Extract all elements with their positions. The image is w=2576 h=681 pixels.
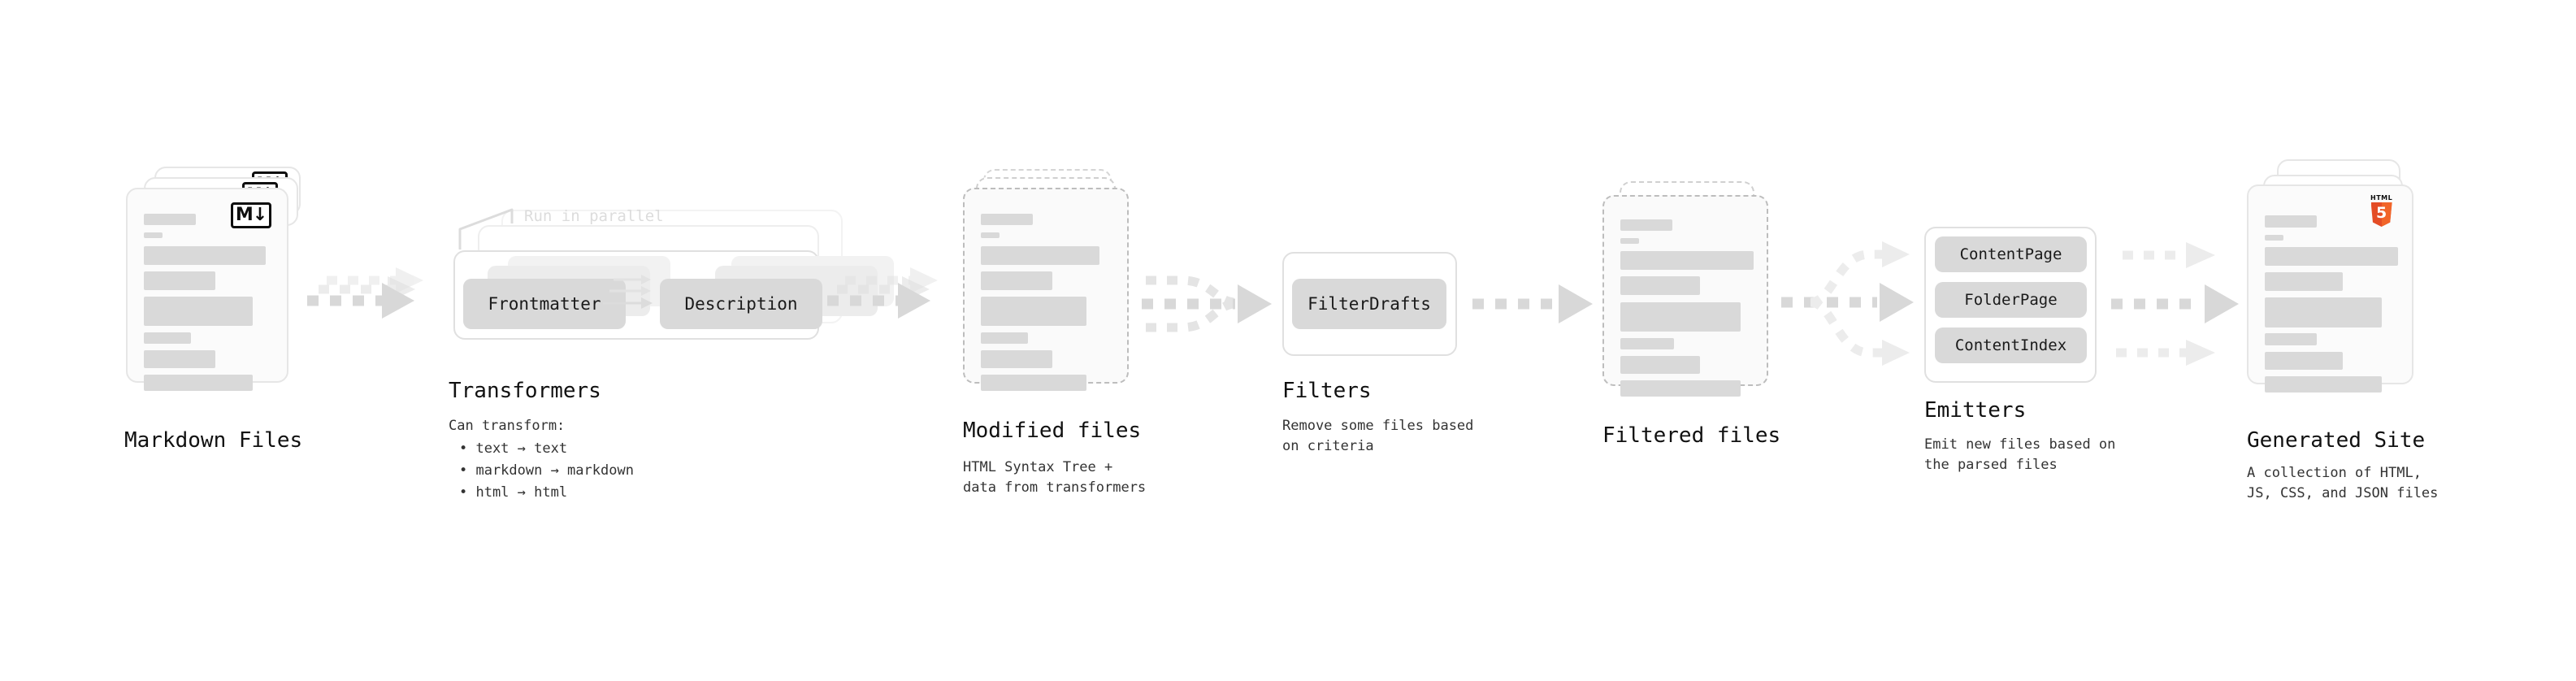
- content-bar: [2265, 297, 2382, 327]
- label-filters: Filters: [1282, 379, 1372, 403]
- modified-card-stack: [963, 163, 1150, 423]
- content-bar: [2265, 235, 2283, 241]
- content-bar: [981, 297, 1086, 326]
- content-bar: [1620, 219, 1672, 231]
- label-generated-site: Generated Site: [2247, 428, 2426, 453]
- site-card-stack: CSS HTML: [2247, 159, 2442, 427]
- markdown-card-stack: M↓ M↓ M↓: [126, 167, 313, 427]
- html5-badge-shield: 5: [2370, 202, 2392, 227]
- stage-markdown-files: M↓ M↓ M↓: [126, 167, 313, 427]
- content-bar: [2265, 376, 2382, 393]
- site-card-content: [2249, 186, 2412, 393]
- arrow-filtered-to-emitters: [1781, 241, 1914, 366]
- content-bar: [1620, 238, 1639, 244]
- filters-subtitle: Remove some files based on criteria: [1282, 418, 1474, 454]
- content-bar: [144, 297, 253, 326]
- content-bar: [2265, 352, 2343, 370]
- content-bar: [981, 246, 1099, 265]
- content-bar: [2265, 247, 2398, 266]
- transformers-bullet-1: • markdown → markdown: [459, 462, 634, 479]
- arrow-modified-to-filters: [1142, 275, 1272, 332]
- content-bar: [144, 332, 191, 344]
- site-card-front: [2247, 184, 2413, 393]
- html5-badge-number: 5: [2375, 204, 2387, 222]
- content-bar: [144, 375, 253, 391]
- content-bar: [1620, 251, 1754, 270]
- content-bar: [981, 232, 1000, 238]
- transformer-pill-frontmatter[interactable]: Frontmatter: [463, 279, 626, 329]
- content-bar: [144, 246, 266, 265]
- content-bar: [144, 271, 215, 290]
- filtered-card-content: [1604, 197, 1767, 397]
- generated-site-subtitle: A collection of HTML, JS, CSS, and JSON …: [2247, 465, 2439, 501]
- transformer-pill-description[interactable]: Description: [660, 279, 822, 329]
- content-bar: [981, 332, 1028, 344]
- emitter-pill-folderpage[interactable]: FolderPage: [1935, 282, 2087, 318]
- transformers-bullet-2: • html → html: [459, 484, 568, 501]
- label-run-in-parallel: Run in parallel: [524, 207, 664, 225]
- label-filtered-files: Filtered files: [1602, 423, 1781, 448]
- content-bar: [2265, 272, 2343, 291]
- modified-card-content: [965, 189, 1127, 391]
- content-bar: [1620, 338, 1674, 349]
- arrow-filters-to-filtered: [1472, 284, 1593, 323]
- content-bar: [144, 350, 215, 368]
- emitter-pill-contentindex[interactable]: ContentIndex: [1935, 327, 2087, 363]
- modified-files-subtitle: HTML Syntax Tree + data from transformer…: [963, 459, 1147, 496]
- filtered-card-stack: [1602, 165, 1789, 425]
- filtered-card-front: [1602, 195, 1768, 397]
- stage-filtered-files: [1602, 165, 1789, 425]
- content-bar: [981, 214, 1033, 225]
- content-bar: [981, 375, 1086, 391]
- markdown-card-content: [128, 189, 287, 391]
- content-bar: [1620, 356, 1700, 374]
- emitters-subtitle: Emit new files based on the parsed files: [1924, 436, 2116, 473]
- markdown-badge: M↓: [231, 202, 271, 228]
- content-bar: [981, 271, 1052, 290]
- content-bar: [1620, 380, 1741, 397]
- arrow-markdown-to-transformers: [307, 267, 423, 319]
- arrow-emitters-to-site: [2111, 242, 2239, 366]
- emitter-pill-contentpage[interactable]: ContentPage: [1935, 236, 2087, 272]
- content-bar: [1620, 276, 1700, 295]
- content-bar: [2265, 333, 2317, 345]
- content-bar: [1620, 302, 1741, 332]
- label-transformers: Transformers: [449, 379, 601, 403]
- label-markdown-files: Markdown Files: [124, 428, 303, 453]
- label-emitters: Emitters: [1924, 398, 2027, 423]
- filter-pill-filterdrafts[interactable]: FilterDrafts: [1292, 279, 1446, 329]
- content-bar: [144, 232, 163, 238]
- transformers-bullet-0: • text → text: [459, 440, 568, 457]
- content-bar: [2265, 215, 2317, 228]
- content-bar: [144, 214, 196, 225]
- content-bar: [981, 350, 1052, 368]
- label-modified-files: Modified files: [963, 419, 1142, 443]
- html5-badge-label: HTML: [2370, 194, 2393, 202]
- transformers-subtitle: Can transform:: [449, 418, 566, 434]
- modified-card-front: [963, 188, 1129, 391]
- stage-modified-files: [963, 163, 1150, 423]
- stage-generated-site: CSS HTML: [2247, 159, 2442, 427]
- html5-badge: HTML 5: [2370, 195, 2392, 227]
